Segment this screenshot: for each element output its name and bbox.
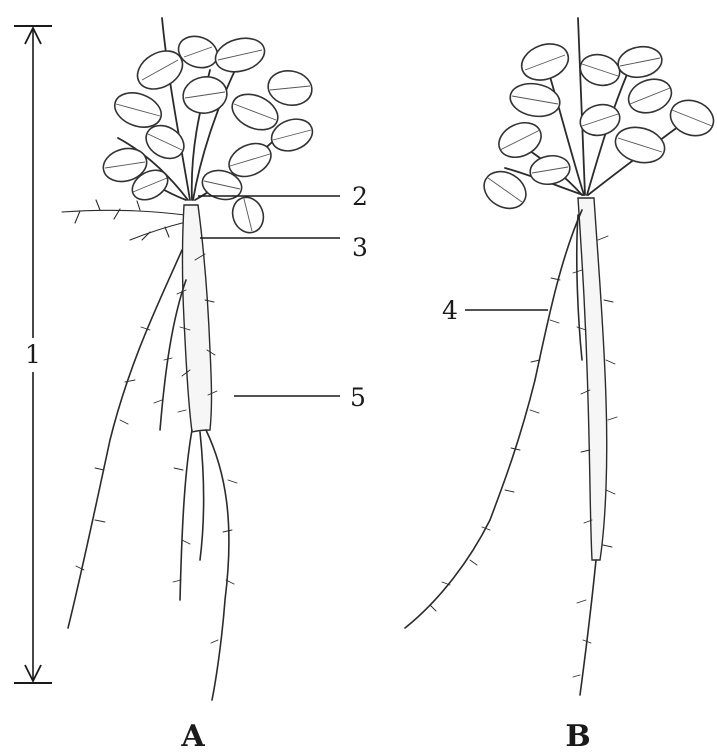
- label-1: 1: [25, 340, 41, 369]
- leader-lines-a: [198, 196, 340, 396]
- plant-b-main-root: [578, 198, 607, 560]
- label-5: 5: [350, 383, 366, 412]
- plant-a-root-hairs: [76, 254, 237, 643]
- plant-b: [405, 18, 717, 695]
- label-2: 2: [352, 182, 368, 211]
- plant-a-leaves: [100, 31, 317, 237]
- label-3: 3: [352, 233, 368, 262]
- label-4: 4: [442, 296, 458, 325]
- plant-a-crown-roots: [62, 200, 186, 240]
- plant-a: [62, 18, 317, 700]
- plant-b-leaves: [477, 38, 717, 216]
- caption-a: A: [180, 719, 205, 754]
- caption-b: B: [565, 719, 590, 754]
- plant-a-main-root: [183, 205, 212, 432]
- plant-b-branch-roots: [405, 210, 596, 695]
